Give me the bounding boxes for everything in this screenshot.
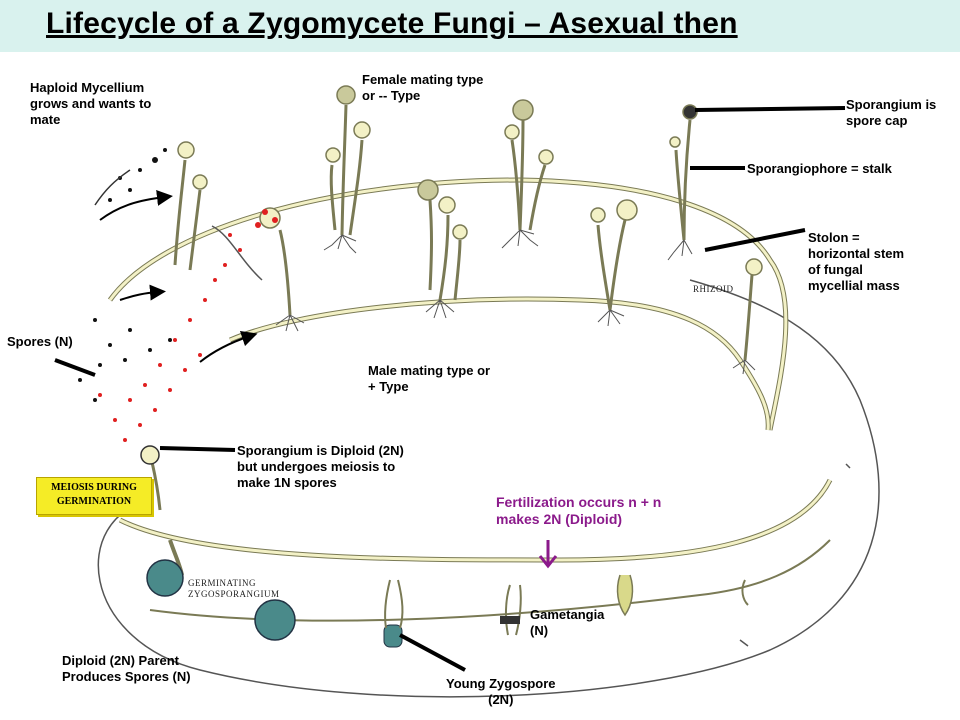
gametangia-label: Gametangia (N) [530,607,605,638]
sporangiophore-group [173,85,763,361]
haploid-mycellium-label: Haploid Mycellium grows and wants to mat… [30,80,152,127]
black-spores [78,148,172,402]
male-mating-label: Male mating type or + Type [368,363,491,394]
sporangiophore-label: Sporangiophore = stalk [747,161,892,176]
fertilization-label: Fertilization occurs n + n makes 2N (Dip… [496,494,662,527]
diploid-parent-label: Diploid (2N) Parent Produces Spores (N) [62,653,191,684]
spores-label: Spores (N) [7,334,73,349]
meiosis-label: MEIOSIS DURING GERMINATION [51,482,137,507]
cycle-arrows [99,190,263,363]
pointer-lines [54,106,846,672]
rhizoids [275,229,756,375]
meiosis-callout: MEIOSIS DURING GERMINATION [36,477,152,515]
diploid-sporangium [140,445,162,511]
zygospores [146,539,749,648]
outer-cycle-arrow [97,279,880,698]
sporangium-diploid-label: Sporangium is Diploid (2N) but undergoes… [237,443,404,490]
page-title: Lifecycle of a Zygomycete Fungi – Asexua… [46,7,738,40]
germinating-zygosporangium-label: GERMINATING ZYGOSPORANGIUM [188,578,280,599]
haploid-pointer [94,169,131,206]
young-zygospore-label: Young Zygospore (2N) [446,676,556,707]
fertilization-arrow [538,540,558,569]
red-spores [98,209,278,463]
stolon-ring [107,177,833,622]
title-bar [0,0,960,52]
stolon-label: Stolon = horizontal stem of fungal mycel… [808,230,905,293]
female-mating-label: Female mating type or -- Type [362,72,484,103]
rhizoid-label: RHIZOID [693,284,734,294]
sporangium-cap-label: Sporangium is spore cap [846,97,937,128]
